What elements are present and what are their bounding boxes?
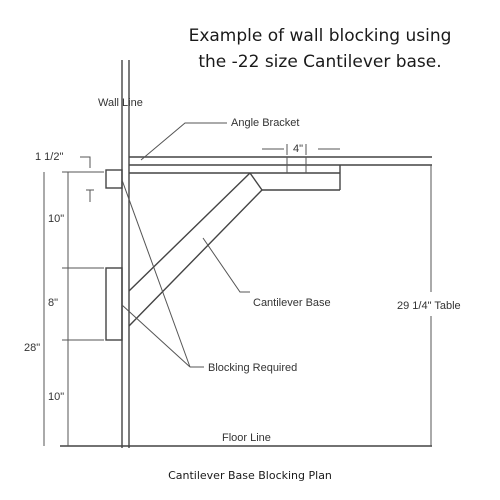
dim-10-bottom-label: 10" [48,391,64,403]
dim-1-5-label: 1 1/2" [35,151,63,163]
dim-10-top-label: 10" [48,213,64,225]
upper-blocking [105,169,123,189]
diagram-caption: Cantilever Base Blocking Plan [168,469,332,482]
angle-bracket-leader [140,122,227,161]
diagram-heading-line-1: Example of wall blocking using [188,26,452,46]
lower-blocking [105,267,123,341]
blocking-leader-upper [121,179,191,368]
dim-1-5-pointer [80,156,91,168]
floor-line-label: Floor Line [222,432,271,444]
bracket-under-top [249,172,263,191]
blocking-required-label: Blocking Required [208,362,297,374]
table-height-label: 29 1/4" Table [397,300,461,312]
cantilever-brace-lower [128,189,263,327]
wall-line-label: Wall Line [98,97,143,109]
cantilever-base-leader [202,237,250,293]
angle-bracket-label: Angle Bracket [231,117,299,129]
cantilever-brace-upper [128,172,251,292]
dim-4-label: 4" [293,143,303,155]
cantilever-base-label: Cantilever Base [253,297,331,309]
dim-28-label: 28" [24,342,40,354]
diagram-heading-line-2: the -22 size Cantilever base. [198,52,442,72]
blocking-leader-lower [121,304,191,368]
dim-8-label: 8" [48,297,58,309]
